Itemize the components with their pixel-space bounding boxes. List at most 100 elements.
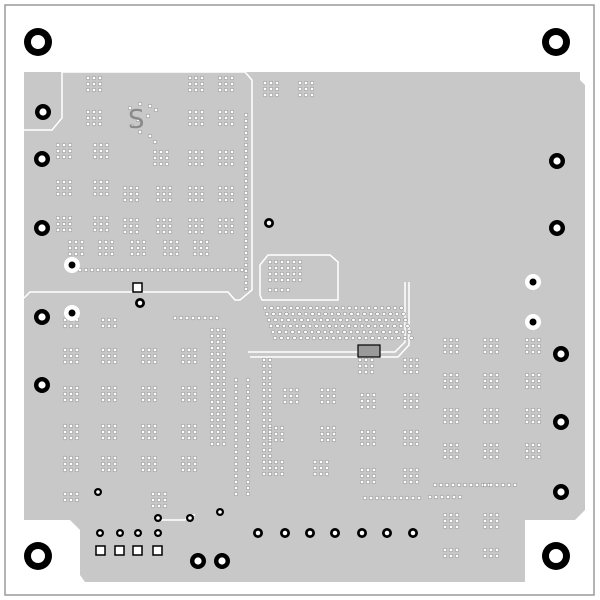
via <box>359 473 365 479</box>
via <box>342 311 348 317</box>
via <box>186 359 192 365</box>
through-hole-bore <box>282 530 288 536</box>
via <box>267 369 273 375</box>
via <box>167 191 173 197</box>
via <box>319 431 325 437</box>
via <box>390 317 395 323</box>
via <box>199 121 205 127</box>
via <box>92 221 98 227</box>
via <box>113 267 119 273</box>
via <box>128 185 134 191</box>
via <box>187 185 193 191</box>
via <box>192 391 198 397</box>
via <box>97 87 103 93</box>
mounting-holes <box>24 28 570 570</box>
via <box>239 267 245 273</box>
via <box>221 327 227 333</box>
via <box>270 329 276 335</box>
via <box>55 227 61 233</box>
via <box>223 81 229 87</box>
via-field <box>55 75 542 559</box>
via <box>296 329 302 335</box>
via <box>149 267 155 273</box>
via <box>454 524 460 530</box>
via <box>312 317 317 323</box>
via <box>361 329 367 335</box>
via <box>104 221 110 227</box>
via <box>274 92 280 98</box>
via <box>209 345 215 351</box>
via <box>128 229 134 235</box>
via <box>355 329 360 335</box>
via <box>106 391 112 397</box>
via <box>454 343 460 349</box>
via <box>243 172 249 178</box>
via <box>104 191 110 197</box>
via <box>128 217 134 223</box>
test-point-center <box>68 309 76 317</box>
via <box>271 311 276 317</box>
via <box>448 343 454 349</box>
via <box>482 407 488 413</box>
via <box>262 305 268 311</box>
via <box>318 317 324 323</box>
via <box>488 343 494 349</box>
via <box>494 337 500 343</box>
via <box>85 75 91 81</box>
square-pad <box>152 545 163 556</box>
via <box>221 363 227 369</box>
via <box>68 455 74 461</box>
via <box>140 353 146 359</box>
via <box>106 467 112 473</box>
via <box>439 494 445 500</box>
via <box>140 397 146 403</box>
via <box>277 329 282 335</box>
via <box>524 419 530 425</box>
via <box>488 518 494 524</box>
via <box>155 197 161 203</box>
via <box>488 419 494 425</box>
via <box>456 482 462 488</box>
via <box>392 495 398 501</box>
via <box>68 385 74 391</box>
via <box>104 142 110 148</box>
via <box>106 317 112 323</box>
via <box>309 80 315 86</box>
via <box>273 425 279 431</box>
via <box>273 465 279 471</box>
via <box>223 197 229 203</box>
via <box>67 245 73 251</box>
via <box>448 337 454 343</box>
via <box>312 471 318 477</box>
via <box>98 227 104 233</box>
via <box>359 392 365 398</box>
via <box>61 227 67 233</box>
via <box>229 191 235 197</box>
via <box>162 503 168 509</box>
via <box>363 357 369 363</box>
via <box>55 154 61 160</box>
via <box>233 491 239 497</box>
via <box>243 232 249 238</box>
via <box>359 441 365 447</box>
via <box>155 191 161 197</box>
via <box>530 407 536 413</box>
via <box>474 482 480 488</box>
via <box>140 385 146 391</box>
via <box>286 317 291 323</box>
via <box>340 305 346 311</box>
via <box>187 81 193 87</box>
via <box>187 75 193 81</box>
via <box>215 435 221 441</box>
via <box>62 461 68 467</box>
top-left-region-boundary <box>23 71 253 301</box>
via <box>62 323 68 329</box>
via <box>331 335 336 341</box>
via <box>267 287 273 293</box>
via <box>448 349 454 355</box>
via <box>448 378 454 384</box>
via <box>365 467 371 473</box>
via <box>106 435 112 441</box>
via <box>233 455 239 461</box>
via <box>291 271 297 277</box>
